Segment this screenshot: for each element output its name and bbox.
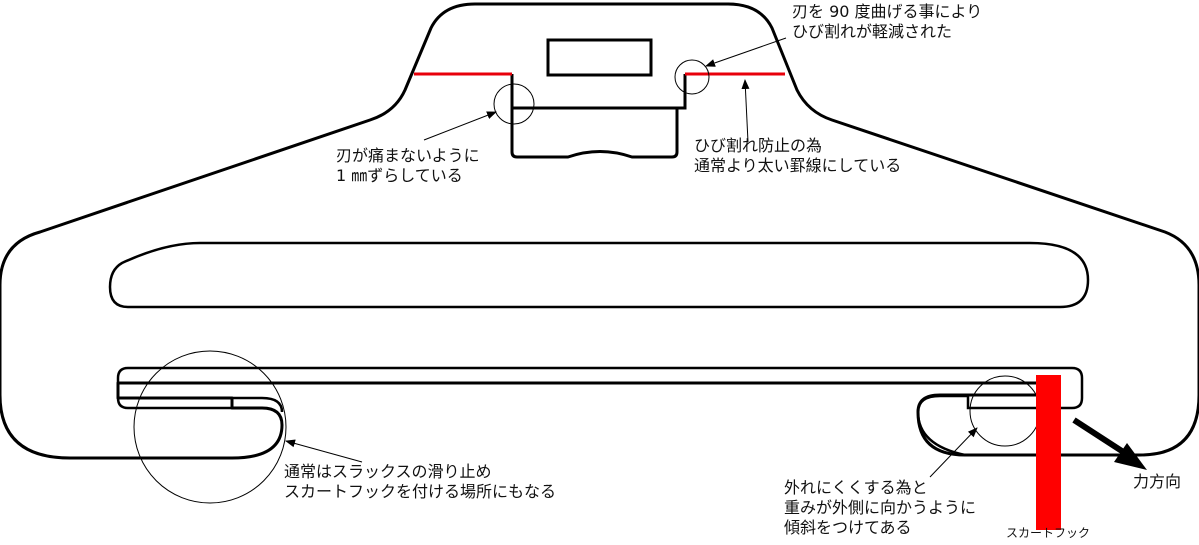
thick-rule-pointer (741, 79, 750, 143)
force-arrow-head (1114, 443, 1147, 470)
blade-offset-note: 刃が痛まないように 1 ㎜ずらしている (336, 146, 480, 186)
skirt-hook-label: スカートフック (1006, 526, 1090, 540)
hanger-outline (0, 2, 1199, 460)
blade-notch (510, 74, 687, 159)
blade-offset-line2: 1 ㎜ずらしている (336, 166, 463, 185)
crack-prevention-line2: 通常より太い罫線にしている (694, 156, 902, 175)
offset-circle (493, 83, 535, 125)
crack-prevention-line1: ひび割れ防止の為 (694, 136, 823, 155)
blade-offset-line1: 刃が痛まないように (336, 146, 480, 165)
skirt-hook-bar (1036, 375, 1061, 530)
skirt-hook-area-line2: スカートフックを付ける場所にもなる (284, 482, 557, 501)
force-direction-label: 力方向 (1133, 472, 1181, 492)
tilt-line1: 外れにくくする為と (784, 478, 928, 497)
tilt-line3: 傾斜をつけてある (784, 518, 912, 537)
bend-circle (674, 59, 710, 95)
blade-bend-note: 刃を 90 度曲げる事により ひび割れが軽減された (792, 2, 982, 42)
bend-pointer (705, 37, 787, 67)
top-window (546, 38, 653, 77)
force-arrow-shaft (1072, 417, 1130, 458)
tilt-line2: 重みが外側に向かうように (784, 498, 977, 517)
skirt-hook-text: スカートフック (1006, 526, 1091, 540)
force-direction-text: 力方向 (1133, 472, 1182, 491)
crack-prevention-note: ひび割れ防止の為 通常より太い罫線にしている (694, 136, 901, 176)
lower-slot-left (116, 366, 284, 413)
hook-area-circle (133, 350, 287, 504)
skirt-hook-area-note: 通常はスラックスの滑り止め スカートフックを付ける場所にもなる (284, 462, 556, 502)
middle-slot (108, 241, 1090, 309)
tilt-pointer (929, 427, 978, 478)
tilt-circle (969, 375, 1041, 447)
hook-area-pointer (285, 439, 363, 463)
tilt-note: 外れにくくする為と 重みが外側に向かうように 傾斜をつけてある (784, 478, 976, 538)
blade-bend-line2: ひび割れが軽減された (792, 22, 953, 41)
lower-slot (128, 366, 1084, 457)
blade-bend-line1: 刃を 90 度曲げる事により (792, 2, 983, 21)
offset-pointer (423, 111, 497, 141)
skirt-hook-area-line1: 通常はスラックスの滑り止め (284, 462, 492, 481)
